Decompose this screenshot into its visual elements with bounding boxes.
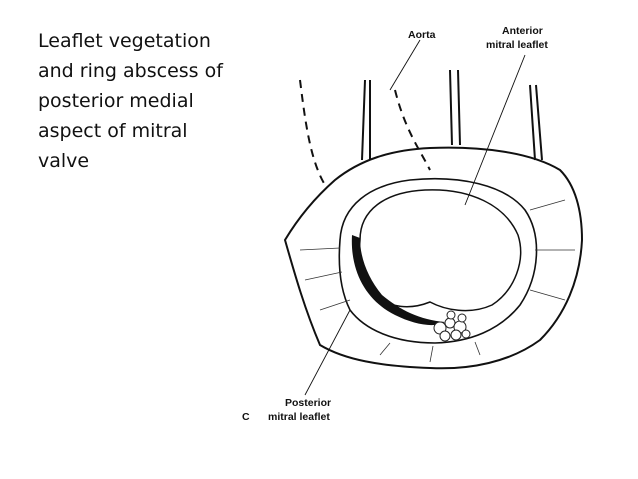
label-leaders [304,39,526,396]
annulus-outline [338,177,538,344]
anterior-leaflet-shape [358,189,522,312]
illustration-svg: Aorta Anterior mitral leaflet Posterior … [242,25,584,423]
anterior-leaflet-label-2: mitral leaflet [486,39,548,51]
posterior-leaflet-label-2: mitral leaflet [268,411,330,423]
caption-line-3: posterior medial [38,90,194,112]
aorta-dashed-outline [299,79,431,186]
slide-caption: Leaflet vegetation and ring abscess of p… [38,26,258,176]
corner-mark: C [242,411,250,423]
caption-line-2: and ring abscess of [38,60,223,82]
leaflet-vegetation [433,310,471,342]
caption-line-1: Leaflet vegetation [38,30,211,52]
rim-hatching [299,199,575,363]
posterior-abscess-crescent [351,235,445,326]
atrial-wall-outline [283,146,584,370]
caption-line-4: aspect of mitral [38,120,188,142]
aorta-label: Aorta [408,29,436,41]
surgical-retractors [361,69,543,161]
posterior-leaflet-label-1: Posterior [285,397,331,409]
mitral-valve-illustration: Aorta Anterior mitral leaflet Posterior … [230,10,638,430]
caption-line-5: valve [38,150,90,172]
anterior-leaflet-label-1: Anterior [502,25,543,37]
